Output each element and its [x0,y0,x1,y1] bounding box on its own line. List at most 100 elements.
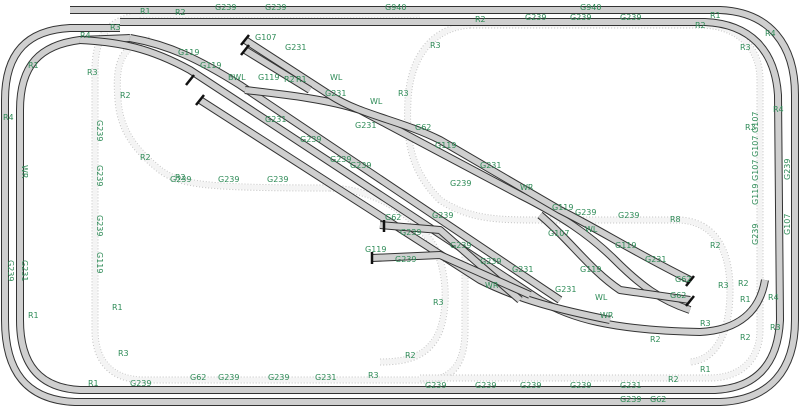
label: G231 [265,115,286,124]
bumper-left-a [185,74,195,86]
label: R1 [296,75,307,84]
label: R3 [745,123,756,132]
label: G231 [20,260,29,281]
label: R1 [700,365,711,374]
label: R2 [695,21,706,30]
label: WR [600,311,614,320]
label: G119 [580,265,601,274]
bumper-right-b [685,295,695,307]
label: R2 [710,241,721,250]
label: G239 [130,379,151,388]
label: WR [520,183,534,192]
label: R3 [700,319,711,328]
label: WL [595,293,608,302]
label: R3 [740,43,751,52]
label: R1 [112,303,123,312]
label: G239 [570,381,591,390]
label: WL [370,97,383,106]
label: WR [20,165,29,179]
label: G107 [783,214,792,235]
label: R3 [87,68,98,77]
label: R3 [398,89,409,98]
label: R2 [284,75,295,84]
label: G119 G107 G107 G107 [751,111,760,205]
yard-lead-a [79,36,769,336]
bumper-top-b [240,44,250,56]
label: R2 [405,351,416,360]
yard-lead-b-fill [129,35,562,303]
label: G239 [170,175,191,184]
main-track-layer [1,6,799,406]
label: G239 [300,135,321,144]
label: G239 [395,255,416,264]
second-loop-fill [17,19,783,393]
label: R2 [668,375,679,384]
label: R4 [3,113,14,122]
label: R4 [768,293,779,302]
label: G239 [400,228,421,237]
ghost-track-layer [91,11,764,384]
label: G119 [365,245,386,254]
label: G107 [255,33,276,42]
label: R4 [80,31,91,40]
label: G119 [178,48,199,57]
yard-track-4-fill [538,212,691,303]
label: R3 [433,298,444,307]
label: G239 [450,241,471,250]
label: G239 [432,211,453,220]
yard-track-1-fill [198,97,611,323]
label: G239 [620,13,641,22]
label: G62 [385,213,401,222]
label: R2 [175,173,186,182]
label: G239 [618,211,639,220]
label: G119 [95,252,104,273]
label: G62 [190,373,206,382]
label: G239 [520,381,541,390]
label: G239 [450,179,471,188]
label: R2 [650,335,661,344]
label: G239 [267,175,288,184]
label: G239 [95,120,104,141]
label: G239 [480,257,501,266]
label: G231 [325,89,346,98]
label: G231 [355,121,376,130]
label: G239 [525,13,546,22]
label: R3 [718,281,729,290]
label: R2 [738,279,749,288]
label: R3 [430,41,441,50]
label: G239 [475,381,496,390]
label: G239 [620,395,641,404]
label: R1 [140,7,151,16]
label: G239 [268,373,289,382]
label: G231 [645,255,666,264]
label: G107 [548,229,569,238]
yard-spur-top-fill [243,47,312,93]
label: R1 [28,61,39,70]
ghost-loop-small-fill [114,37,331,191]
label: G239 [215,3,236,12]
track-labels: G239 G239 G940 G239 G940 G239 G239 R2 R2… [3,3,792,404]
label: R2 [740,333,751,342]
yard-spur-lower-b-fill [371,252,532,298]
label: G239 [218,373,239,382]
label: R4 [773,105,784,114]
label: G940 [580,3,601,12]
label: G239 [570,13,591,22]
label: WL [330,73,343,82]
label: R3 [770,323,781,332]
label: G119 [435,141,456,150]
ghost-loop-right-fill [420,22,763,381]
label: G119 [615,241,636,250]
label: G940 [385,3,406,12]
label: G231 [285,43,306,52]
label: R3 [368,371,379,380]
label: R1 [88,379,99,388]
bumper-right-a [685,275,695,287]
label: R4 [765,29,776,38]
label: G62 [670,291,686,300]
bumper-left-b [195,94,205,106]
label: G239 [95,165,104,186]
yard-track-3-fill [243,37,692,283]
label: R2 [140,153,151,162]
